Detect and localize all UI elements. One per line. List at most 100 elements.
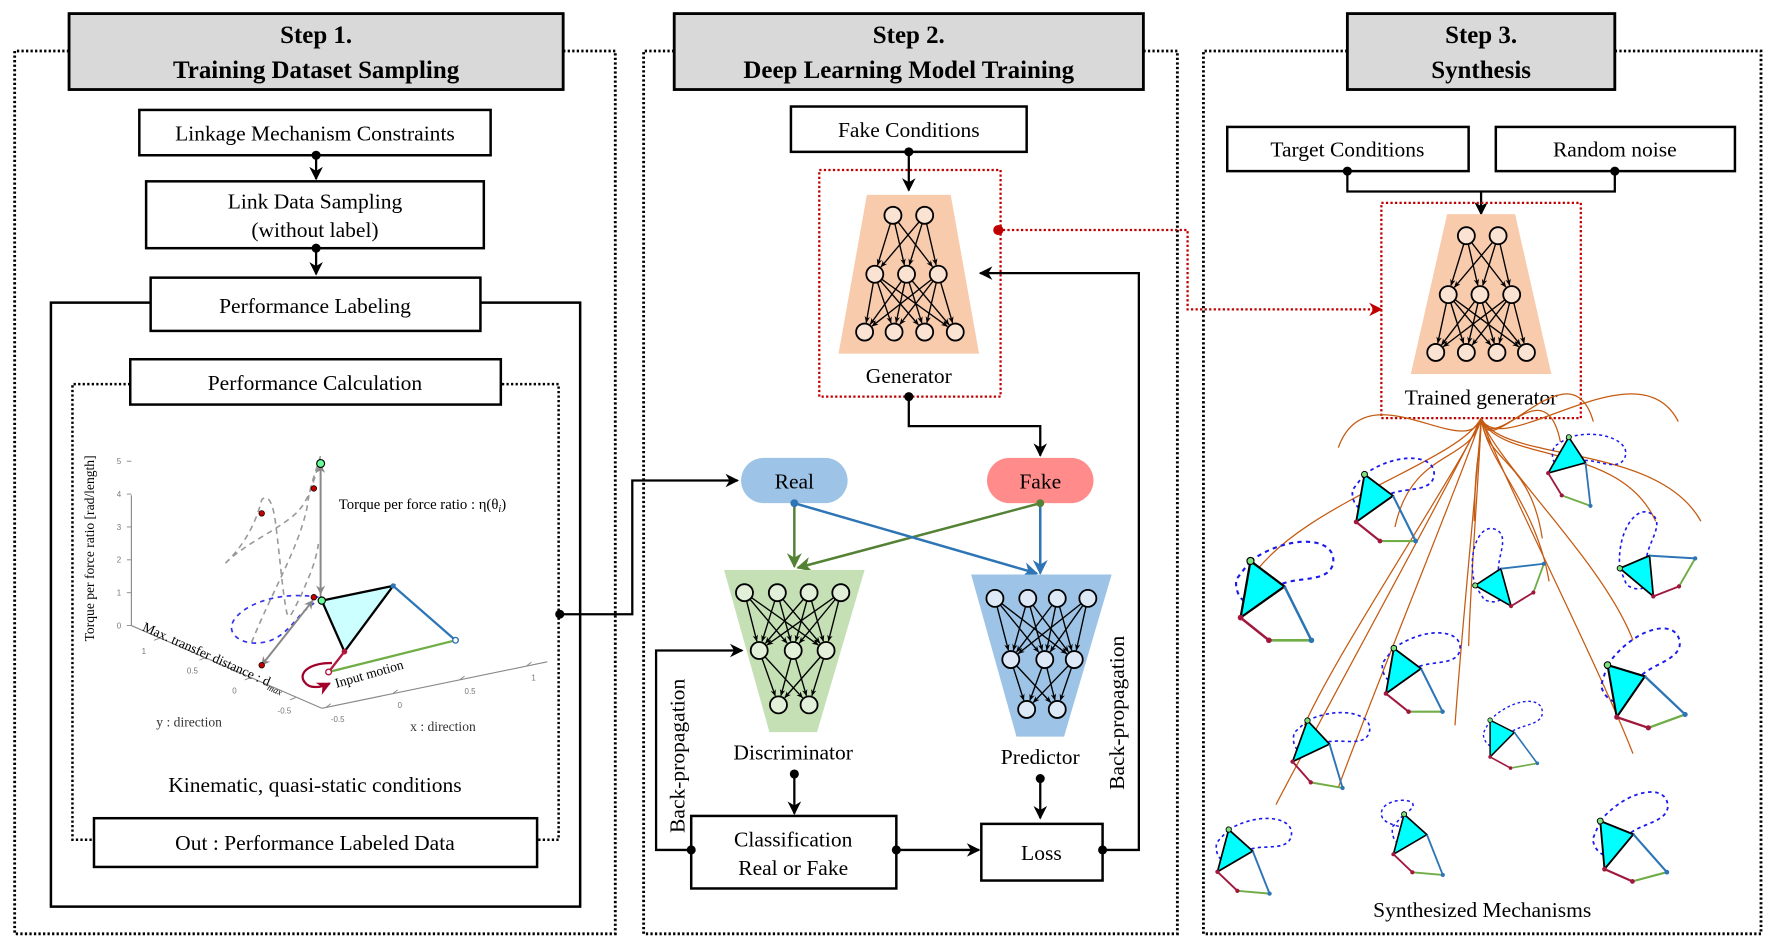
backprop-left-label: Back-propagation xyxy=(665,679,689,833)
mechanism xyxy=(1351,457,1435,544)
network-node xyxy=(1064,650,1084,669)
crank xyxy=(1604,868,1633,883)
synthesis-branch xyxy=(1394,418,1482,528)
network-edge xyxy=(925,223,938,266)
input-motion-arrow xyxy=(301,661,332,695)
rocker xyxy=(1513,731,1538,764)
trained-generator-network xyxy=(1410,214,1552,374)
discriminator-network xyxy=(724,570,865,733)
step2-frame xyxy=(642,49,1179,936)
network-edge xyxy=(871,278,932,327)
network-edge xyxy=(1436,302,1448,344)
network-edge xyxy=(876,282,892,324)
network-edge xyxy=(1513,302,1526,344)
synthesis-branch xyxy=(1480,417,1702,522)
network-node xyxy=(831,583,851,603)
network-node xyxy=(1035,650,1055,669)
sampling-label-line1: Link Data Sampling xyxy=(228,190,403,214)
mechanism xyxy=(1381,631,1461,714)
step3-title: Synthesis xyxy=(1431,57,1531,84)
network-node xyxy=(883,205,903,225)
coupler-curve xyxy=(1471,527,1507,603)
network-edge xyxy=(876,223,892,266)
step1-header: Step 1. Training Dataset Sampling xyxy=(67,12,565,91)
network-edge xyxy=(764,656,804,699)
network-node xyxy=(855,322,875,342)
mechanism xyxy=(1290,711,1371,791)
constraints-label: Linkage Mechanism Constraints xyxy=(175,122,455,146)
crank xyxy=(1547,472,1563,496)
labeling-box: Performance Labeling xyxy=(149,276,482,333)
network-node xyxy=(783,641,803,660)
network-edge xyxy=(745,600,758,642)
coupler-curve xyxy=(1235,540,1335,606)
y-ticks: 10.50-0.5 xyxy=(142,637,296,715)
random-noise-label: Random noise xyxy=(1553,137,1677,161)
network-node xyxy=(799,583,819,603)
rocker xyxy=(1328,743,1344,789)
network-edge xyxy=(1499,243,1511,286)
coupler-triangle xyxy=(1354,472,1395,525)
network-edge xyxy=(764,598,805,644)
fake-label: Fake xyxy=(1019,469,1061,493)
network-node xyxy=(1426,343,1446,362)
fake-conditions-label: Fake Conditions xyxy=(838,118,980,142)
network-node xyxy=(1517,343,1536,362)
step2-header: Step 2. Deep Learning Model Training xyxy=(672,12,1145,91)
discriminator-label: Discriminator xyxy=(733,740,853,764)
mechanism xyxy=(1546,433,1627,508)
y-tick-label: -0.5 xyxy=(278,706,292,715)
mechanism xyxy=(1215,817,1293,896)
network-edge xyxy=(1467,302,1479,344)
loss-box: Loss xyxy=(980,822,1104,882)
z-axis-label: Torque per force ratio [rad/length] xyxy=(82,455,97,641)
rocker xyxy=(1649,554,1696,560)
sampling-label-line2: (without label) xyxy=(251,218,378,242)
step2-title: Deep Learning Model Training xyxy=(743,57,1074,84)
rocker-link xyxy=(392,585,457,642)
x-tick-label: -0.5 xyxy=(331,715,345,724)
torque-point xyxy=(316,458,326,469)
coupler-triangle xyxy=(1546,435,1587,475)
synthesis-branch xyxy=(1275,417,1482,805)
coupler-curve xyxy=(1482,700,1544,748)
network-edge xyxy=(940,282,954,324)
network-edge xyxy=(827,600,840,642)
synthesis-branch xyxy=(1468,418,1482,646)
rocker xyxy=(1644,675,1686,716)
synthesis-branch xyxy=(1480,393,1594,430)
network-node xyxy=(1487,343,1507,362)
network-edge xyxy=(1454,299,1520,348)
coupler-triangle xyxy=(1238,558,1287,621)
ground xyxy=(1412,871,1443,876)
network-edge xyxy=(1481,302,1496,344)
coupler-curve xyxy=(1551,433,1627,469)
ground xyxy=(1678,557,1697,587)
network-edge xyxy=(766,597,835,646)
crank xyxy=(1291,761,1312,784)
coupler-curve xyxy=(1292,711,1371,754)
classification-line1: Classification xyxy=(734,828,853,852)
network-edge xyxy=(925,282,937,324)
crank xyxy=(1652,585,1680,598)
mechanism xyxy=(1235,540,1335,644)
network-node xyxy=(1488,226,1508,246)
network-edge xyxy=(779,658,792,697)
inputs-merge-line xyxy=(1346,171,1616,193)
coupler-curve xyxy=(1618,511,1658,590)
coupler-curve xyxy=(1215,817,1293,864)
network-node xyxy=(1017,700,1037,719)
network-edge xyxy=(784,656,821,699)
mechanism xyxy=(1591,791,1670,884)
rocker xyxy=(1584,462,1592,506)
synthesized-mechanisms xyxy=(1215,433,1698,896)
ground xyxy=(1510,762,1538,769)
network-edge xyxy=(811,658,825,697)
data-to-real-arrow xyxy=(555,473,740,619)
random-noise-box: Random noise xyxy=(1494,125,1737,173)
mechanism xyxy=(1600,627,1688,731)
calculation-box: Performance Calculation xyxy=(129,357,503,406)
network-node xyxy=(767,583,787,603)
